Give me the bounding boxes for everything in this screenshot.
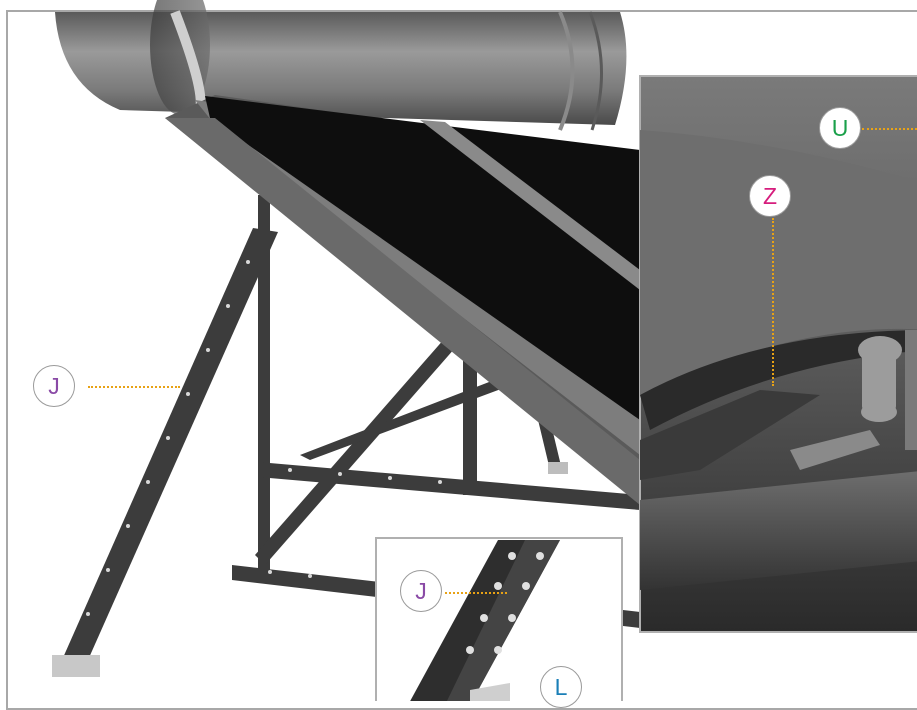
leader-z (772, 218, 774, 386)
callout-l-inset: L (540, 666, 582, 708)
leader-j-left (88, 386, 180, 388)
leader-j-inset (445, 592, 507, 594)
valve-fitting (858, 330, 917, 450)
callout-z: Z (749, 175, 791, 217)
zoom-inset-valve (639, 75, 917, 633)
storage-tank (55, 0, 627, 133)
callout-j-inset: J (400, 570, 442, 612)
zoom-inset-leg (375, 537, 623, 701)
frame-bolt-holes (86, 260, 442, 616)
collector-panel (165, 95, 640, 505)
callout-j-left: J (33, 365, 75, 407)
leader-u (862, 128, 917, 130)
callout-u: U (819, 107, 861, 149)
